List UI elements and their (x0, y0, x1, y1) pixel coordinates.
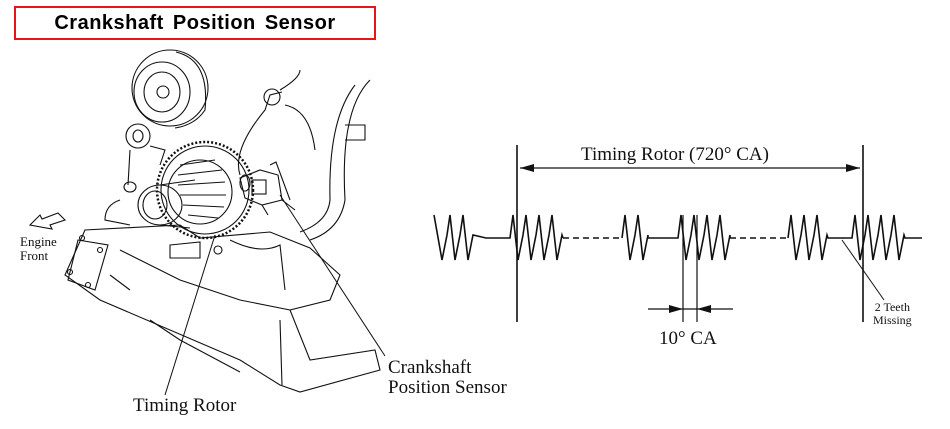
timing-rotor-span-label: Timing Rotor (720° CA) (581, 144, 769, 165)
tooth-pitch-label: 10° CA (659, 328, 717, 349)
sensor-label-line2: Position Sensor (388, 376, 507, 398)
engine-front-arrow-icon (28, 212, 67, 230)
engine-front-label: Engine Front (20, 235, 57, 262)
missing-teeth-leader (841, 239, 885, 301)
engine-front-line1: Engine (20, 234, 57, 249)
signal-waveform (433, 214, 922, 261)
waveform-diagram (433, 145, 922, 322)
engine-illustration (28, 49, 386, 396)
missing-teeth-line1: 2 Teeth (874, 300, 910, 314)
page-title: Crankshaft Position Sensor (54, 11, 336, 34)
timing-rotor-label: Timing Rotor (133, 395, 237, 416)
missing-teeth-line2: Missing (873, 312, 912, 327)
title-box: Crankshaft Position Sensor (14, 6, 376, 40)
engine-front-line2: Front (20, 247, 49, 263)
sensor-label: Crankshaft Position Sensor (388, 358, 507, 398)
missing-teeth-label: 2 Teeth Missing (873, 301, 912, 326)
sensor-label-line1: Crankshaft (388, 357, 472, 378)
